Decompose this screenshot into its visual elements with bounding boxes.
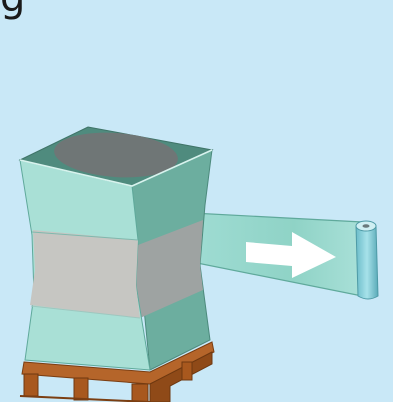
stretch-wrapped-pallet-load-icon: [20, 127, 212, 370]
stretch-film-roll-icon: [356, 221, 378, 299]
